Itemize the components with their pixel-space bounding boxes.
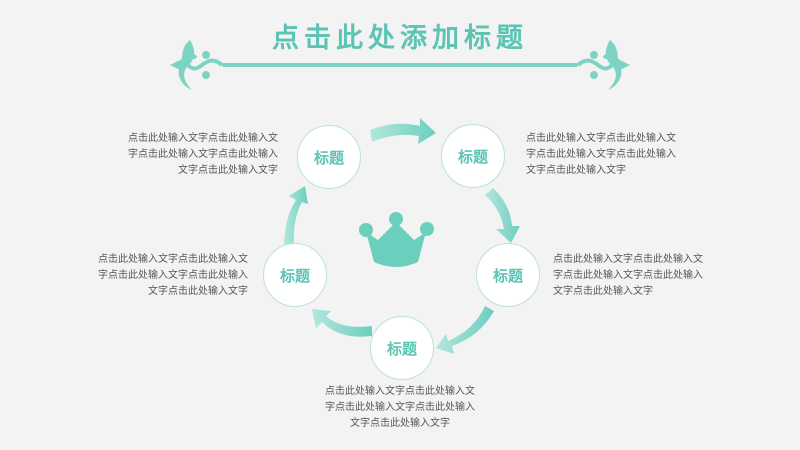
arrow-3 bbox=[436, 306, 494, 354]
node-right[interactable]: 标题 bbox=[476, 243, 540, 307]
page-title[interactable]: 点击此处添加标题 bbox=[272, 23, 528, 54]
node-top-left[interactable]: 标题 bbox=[297, 125, 361, 189]
desc-top-left[interactable]: 点击此处输入文字点击此处输入文 字点击此处输入文字点击此处输入 文字点击此处输入… bbox=[128, 133, 278, 176]
node-top-right[interactable]: 标题 bbox=[441, 124, 505, 188]
desc-bottom[interactable]: 点击此处输入文字点击此处输入文 字点击此处输入文字点击此处输入 文字点击此处输入… bbox=[325, 386, 475, 429]
arrow-2 bbox=[485, 188, 520, 243]
node-left[interactable]: 标题 bbox=[263, 243, 327, 307]
node-bottom[interactable]: 标题 bbox=[370, 316, 434, 380]
desc-top-right[interactable]: 点击此处输入文字点击此处输入文 字点击此处输入文字点击此处输入 文字点击此处输入… bbox=[526, 133, 676, 176]
crown-icon bbox=[359, 212, 434, 267]
desc-left[interactable]: 点击此处输入文字点击此处输入文 字点击此处输入文字点击此处输入 文字点击此处输入… bbox=[98, 254, 248, 297]
desc-right[interactable]: 点击此处输入文字点击此处输入文 字点击此处输入文字点击此处输入 文字点击此处输入… bbox=[553, 254, 703, 297]
title-ornament bbox=[170, 40, 630, 90]
arrow-1 bbox=[370, 118, 436, 144]
arrow-4 bbox=[312, 309, 372, 337]
arrow-5 bbox=[284, 186, 308, 248]
